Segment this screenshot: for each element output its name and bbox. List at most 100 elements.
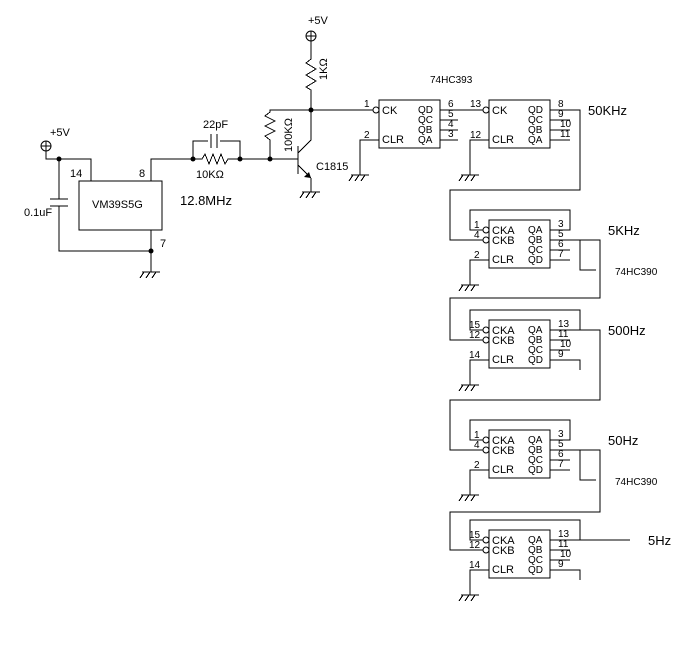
svg-text:CLR: CLR	[492, 564, 514, 576]
osc-pin-out: 8	[139, 168, 145, 180]
svg-text:1: 1	[474, 220, 480, 231]
svg-text:QD: QD	[528, 255, 543, 266]
svg-text:CKA: CKA	[492, 435, 515, 447]
svg-text:5: 5	[558, 229, 564, 240]
svg-text:QB: QB	[528, 545, 543, 556]
svg-text:10: 10	[560, 339, 572, 350]
svg-text:13: 13	[470, 99, 482, 110]
svg-text:2: 2	[474, 460, 480, 471]
ground-icon	[458, 384, 479, 392]
svg-text:14: 14	[469, 350, 481, 361]
svg-text:4: 4	[474, 230, 480, 241]
svg-text:CLR: CLR	[492, 464, 514, 476]
svg-text:11: 11	[558, 539, 569, 550]
svg-text:10: 10	[560, 119, 572, 130]
chip390-stage-3: CKA CKB CLR QA QB QC QD 1 4 2 3 5 6 7	[474, 429, 564, 479]
svg-text:QD: QD	[528, 565, 543, 576]
svg-text:CKB: CKB	[492, 545, 515, 557]
capacitor-value: 0.1uF	[24, 207, 52, 219]
svg-text:1: 1	[474, 430, 480, 441]
svg-text:QC: QC	[528, 245, 543, 256]
svg-text:13: 13	[558, 319, 570, 330]
svg-text:CK: CK	[382, 105, 398, 117]
osc-pin-gnd: 7	[160, 238, 166, 250]
svg-text:14: 14	[469, 560, 481, 571]
oscillator-name: VM39S5G	[92, 199, 143, 211]
svg-text:7: 7	[558, 459, 564, 470]
svg-text:QA: QA	[528, 225, 543, 236]
chip393-counter-a: CK CLR QD QC QB QA 1 2 6 5 4 3	[364, 99, 454, 149]
svg-text:CKB: CKB	[492, 445, 515, 457]
svg-text:QC: QC	[418, 115, 433, 126]
decoupling-capacitor	[50, 198, 68, 207]
svg-text:4: 4	[474, 440, 480, 451]
chip390-name-b: 74HC390	[615, 477, 658, 488]
svg-text:2: 2	[364, 130, 370, 141]
transistor-label: C1815	[316, 161, 348, 173]
svg-text:3: 3	[558, 219, 564, 230]
chip390-stage-4: CKA CKB CLR QA QB QC QD 15 12 14 13 11 1…	[469, 529, 572, 579]
svg-text:QB: QB	[528, 445, 543, 456]
svg-text:1: 1	[364, 99, 370, 110]
svg-text:CLR: CLR	[492, 354, 514, 366]
svg-text:6: 6	[448, 99, 454, 110]
svg-text:15: 15	[469, 530, 481, 541]
svg-text:QD: QD	[528, 105, 543, 116]
svg-text:CKA: CKA	[492, 225, 515, 237]
svg-text:5: 5	[448, 109, 454, 120]
svg-text:9: 9	[558, 349, 564, 360]
supply-label: +5V	[308, 15, 329, 27]
output-5khz: 5KHz	[608, 223, 640, 238]
svg-text:4: 4	[448, 119, 454, 130]
svg-text:QC: QC	[528, 345, 543, 356]
svg-text:3: 3	[448, 129, 454, 140]
chip393-counter-b: CK CLR QD QC QB QA 13 12 8 9 10 11	[470, 99, 572, 149]
supply-top: +5V	[305, 15, 329, 42]
ground-icon	[458, 174, 479, 182]
svg-text:11: 11	[558, 329, 569, 340]
filter-capacitor	[210, 134, 218, 148]
chip390-name-a: 74HC390	[615, 267, 658, 278]
svg-text:QB: QB	[528, 335, 543, 346]
svg-text:12: 12	[469, 540, 481, 551]
output-5hz: 5Hz	[648, 533, 671, 548]
supply-label: +5V	[50, 127, 71, 139]
svg-text:11: 11	[560, 129, 571, 140]
svg-text:9: 9	[558, 109, 564, 120]
svg-text:QB: QB	[418, 125, 433, 136]
svg-text:QD: QD	[528, 465, 543, 476]
supply-left: +5V	[40, 127, 71, 152]
svg-text:CLR: CLR	[492, 134, 514, 146]
svg-text:7: 7	[558, 249, 564, 260]
svg-text:15: 15	[469, 320, 481, 331]
ground-icon	[348, 174, 369, 182]
frequency-label: 12.8MHz	[180, 193, 232, 208]
filter-res-value: 10KΩ	[196, 169, 224, 181]
svg-text:QC: QC	[528, 455, 543, 466]
output-50hz: 50Hz	[608, 433, 638, 448]
oscillator-module: VM39S5G 14 8 7	[70, 168, 166, 250]
svg-text:13: 13	[558, 529, 570, 540]
svg-text:QA: QA	[528, 435, 543, 446]
ground-icon	[458, 284, 479, 292]
output-500hz: 500Hz	[608, 323, 646, 338]
svg-text:QA: QA	[528, 535, 543, 546]
svg-text:QC: QC	[528, 555, 543, 566]
svg-text:QA: QA	[528, 325, 543, 336]
svg-text:2: 2	[474, 250, 480, 261]
ground-icon	[299, 191, 320, 199]
svg-text:CKB: CKB	[492, 335, 515, 347]
svg-text:QA: QA	[528, 135, 543, 146]
svg-text:CKA: CKA	[492, 325, 515, 337]
svg-text:CKB: CKB	[492, 235, 515, 247]
svg-text:QA: QA	[418, 135, 433, 146]
output-50khz: 50KHz	[588, 103, 627, 118]
chip393-name: 74HC393	[430, 75, 473, 86]
ground-icon	[458, 494, 479, 502]
svg-text:8: 8	[558, 99, 564, 110]
svg-text:QD: QD	[528, 355, 543, 366]
svg-text:6: 6	[558, 239, 564, 250]
svg-text:CK: CK	[492, 105, 508, 117]
svg-text:3: 3	[558, 429, 564, 440]
